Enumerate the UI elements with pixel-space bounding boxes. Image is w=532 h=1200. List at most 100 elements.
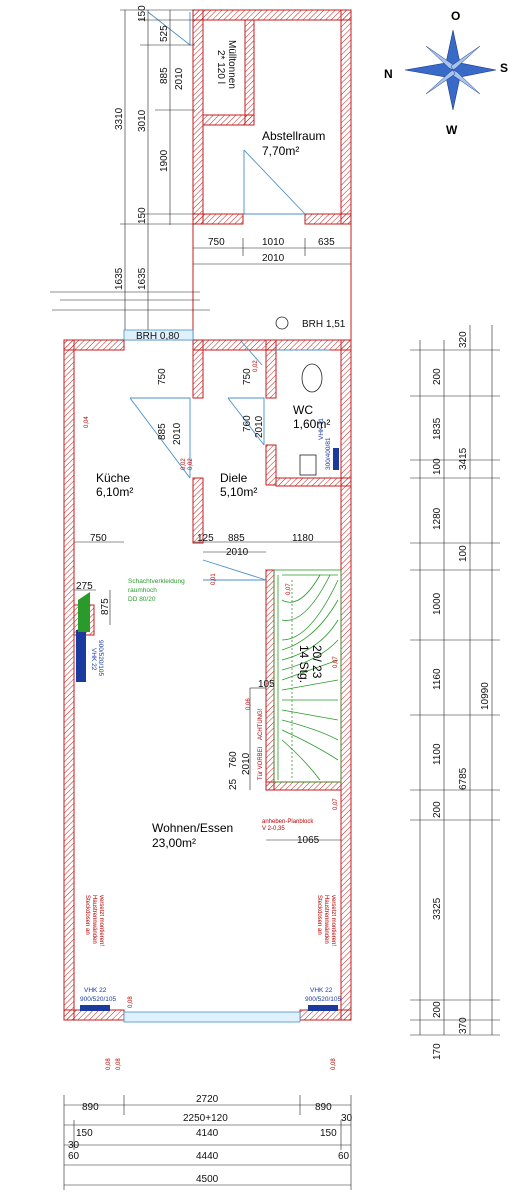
compass-label-s: S [500,61,508,75]
vhk-bl-label: VHK 22 [84,987,107,994]
dimensions-storage: 750 1010 635 2010 [208,237,335,264]
boundary-lines [192,224,352,340]
dim-150-right: 150 [320,1128,337,1139]
dim-1100: 1100 [432,743,443,765]
dim-2010-diele: 2010 [254,415,265,438]
compass-label-n: N [384,67,393,81]
dim-6785: 6785 [458,767,469,790]
dim-200-b: 200 [432,801,443,818]
vhk-br-label: VHK 22 [310,987,333,994]
fixtures [123,316,323,1023]
vhk-left-size: 900/520/105 [97,640,104,677]
switch-code: 0,02 [181,458,187,470]
switch-code: 0,08 [116,1058,122,1070]
dim-30-right: 30 [341,1113,353,1124]
window-bottom-icon [123,1011,301,1023]
dim-1635-b: 1635 [137,267,148,290]
dim-885-diele: 885 [228,533,245,544]
switch-code: 0,07 [333,798,339,810]
dim-370: 370 [458,1017,469,1034]
dim-60-left: 60 [68,1151,80,1162]
washbasin-icon [299,454,317,476]
shaft-label-3: DD 80/20 [128,596,156,603]
planblock-label-1: anheben-Planblock [262,819,314,825]
radiator-wc-icon [333,448,339,470]
room-diele-area: 5,10m² [220,485,257,499]
dimension-lines [50,9,500,1190]
switch-code: 0,07 [286,583,292,595]
switch-codes: 0,04 0,02 0,02 0,02 0,01 0,07 0,07 0,06 … [84,360,339,1070]
room-abstellraum-area: 7,70m² [262,144,299,158]
dim-2010-kueche: 2010 [172,422,183,445]
dim-750-storage: 750 [208,237,225,248]
dim-750-diele: 750 [242,368,253,385]
dim-3325: 3325 [432,897,443,920]
dim-1635-a: 1635 [114,267,125,290]
dim-1000: 1000 [432,592,443,615]
dim-1160: 1160 [432,668,443,690]
dim-890-right: 890 [315,1102,332,1113]
dim-4500: 4500 [196,1174,219,1185]
vhk-left-label: VHK 22 [90,648,97,671]
socket-note-right-2: Haustrennwänden [323,895,329,944]
dim-100-a: 100 [432,458,443,475]
window-top-icon [123,329,194,341]
dim-150-left: 150 [76,1128,93,1139]
compass-rose-icon: O N S W [384,9,508,137]
socket-note-right-3: versetzt montieren! [330,895,336,946]
radiator-bottom-right-icon [308,1005,338,1011]
dim-4440: 4440 [196,1151,219,1162]
dim-885-top: 885 [159,67,170,84]
dim-320: 320 [458,331,469,348]
brh-left-label: BRH 0,80 [136,331,180,342]
switch-code: 0,08 [106,1058,112,1070]
room-kueche-area: 6,10m² [96,485,133,499]
dim-150-mid: 150 [137,207,148,224]
dim-1835: 1835 [432,417,443,440]
shaft-label-1: Schachtverkleidung [128,578,185,585]
muelltonnen-label: Mülltonnen [226,40,237,89]
dimensions-right: 320 200 1835 3415 100 1280 100 1000 1099… [432,331,491,1060]
dim-105: 105 [258,679,275,690]
radiator-left-icon [76,630,86,682]
room-kueche-name: Küche [96,471,130,485]
dim-10990: 10990 [480,682,491,710]
dim-150-top: 150 [137,5,148,22]
dim-875: 875 [100,598,111,615]
door-warning-label: Tür VORBEI [258,746,264,780]
compass-label-o: O [451,9,460,23]
dim-2250-120: 2250+120 [183,1113,228,1124]
room-wc-area: 1,60m² [293,417,330,431]
planblock-label-2: V 2-0,35 [262,826,285,832]
room-wohnen-area: 23,00m² [152,836,196,850]
socket-note-left-1: Steckdosen an [84,895,90,935]
walls [63,9,352,1021]
dim-1065: 1065 [297,835,320,846]
socket-note-right-1: Steckdosen an [316,895,322,935]
switch-code: 0,02 [188,458,194,470]
dim-60-right: 60 [338,1151,350,1162]
door-swings [129,11,330,581]
dim-525: 525 [159,25,170,42]
dim-3010: 3010 [137,109,148,132]
dim-25: 25 [228,778,239,790]
dim-760-stair: 760 [228,751,239,768]
dim-30-left: 30 [68,1140,80,1151]
brh-right-label: BRH 1,51 [302,319,346,330]
dim-2010-stair: 2010 [241,752,252,775]
dim-200-c: 200 [432,1001,443,1018]
dim-750-kueche-bottom: 750 [90,533,107,544]
room-wohnen-name: Wohnen/Essen [152,821,233,835]
dim-2010-storage: 2010 [262,253,285,264]
switch-code: 0,02 [253,360,259,372]
dim-2010-diele-door: 2010 [226,547,249,558]
switch-code: 0,06 [246,698,252,710]
dim-2010-top: 2010 [174,67,185,90]
vhk-br-size: 900/520/105 [305,996,342,1003]
dimensions-bottom: 890 2720 890 2250+120 30 150 4140 150 30… [68,1094,353,1185]
stair-steps-label: 14 Stg. [297,645,311,683]
dim-1900: 1900 [159,149,170,172]
switch-code: 0,01 [211,573,217,585]
socket-note-left-3: versetzt montieren! [98,895,104,946]
dim-125: 125 [197,533,214,544]
